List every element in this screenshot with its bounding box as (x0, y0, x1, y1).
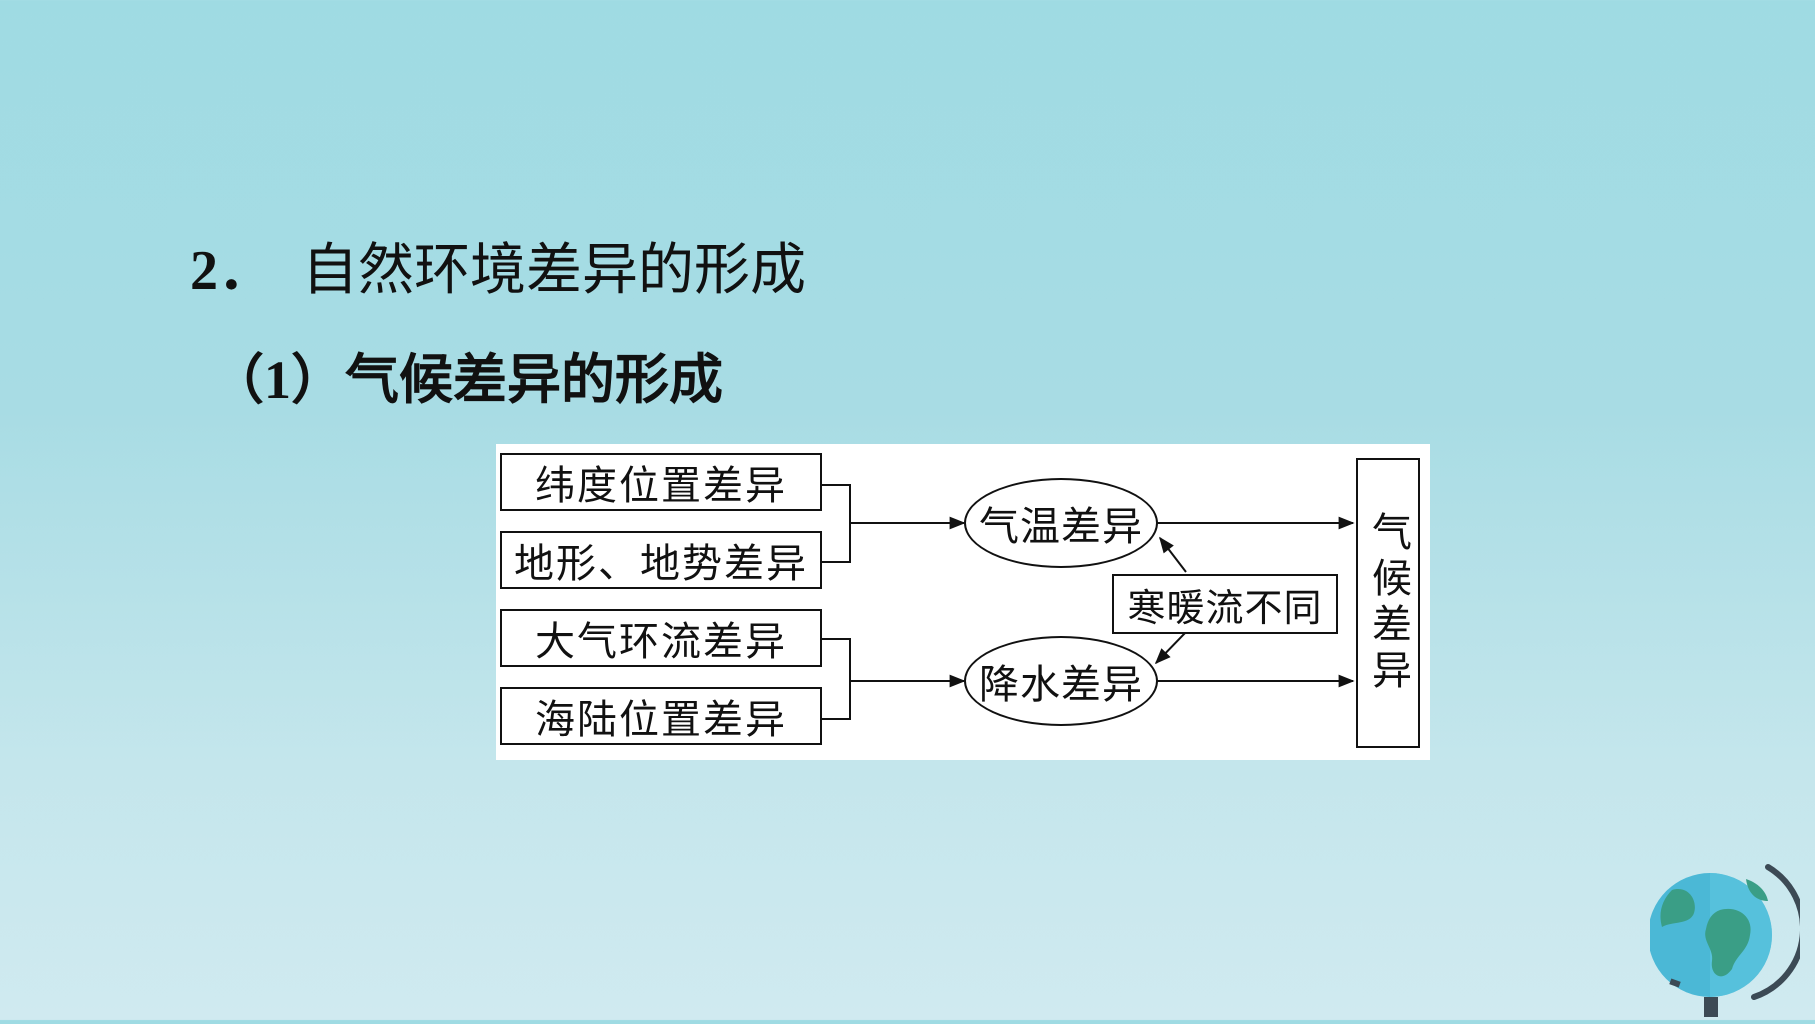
precipitation-node: 降水差异 (964, 636, 1158, 726)
ocean-current-node: 寒暖流不同 (1112, 574, 1338, 634)
section-title: 自然环境差异的形成 (302, 238, 806, 303)
subsection-heading: （1）气候差异的形成 (210, 335, 723, 414)
subsection-number: （1） (210, 350, 345, 410)
diagram-connectors (820, 484, 1355, 720)
section-heading: 2． 自然环境差异的形成 (190, 225, 806, 306)
factor-box-terrain: 地形、地势差异 (500, 531, 822, 589)
arrow-current-to-temperature (1159, 536, 1187, 573)
factor-box-latitude: 纬度位置差异 (500, 453, 822, 511)
bracket-bottom (820, 638, 851, 720)
temperature-node: 气温差异 (964, 478, 1158, 568)
climate-result-node: 气候差异 (1356, 458, 1420, 748)
climate-result-label: 气候差异 (1365, 511, 1411, 695)
bracket-top (820, 484, 851, 563)
climate-formation-diagram: 纬度位置差异 地形、地势差异 大气环流差异 海陆位置差异 气温差异 降水差异 寒… (496, 444, 1430, 760)
factor-box-land-sea: 海陆位置差异 (500, 687, 822, 745)
subsection-title: 气候差异的形成 (345, 348, 723, 411)
arrow-current-to-precipitation (1154, 631, 1187, 665)
factor-box-circulation: 大气环流差异 (500, 609, 822, 667)
globe-icon (1648, 855, 1806, 1024)
section-number: 2． (190, 240, 274, 302)
